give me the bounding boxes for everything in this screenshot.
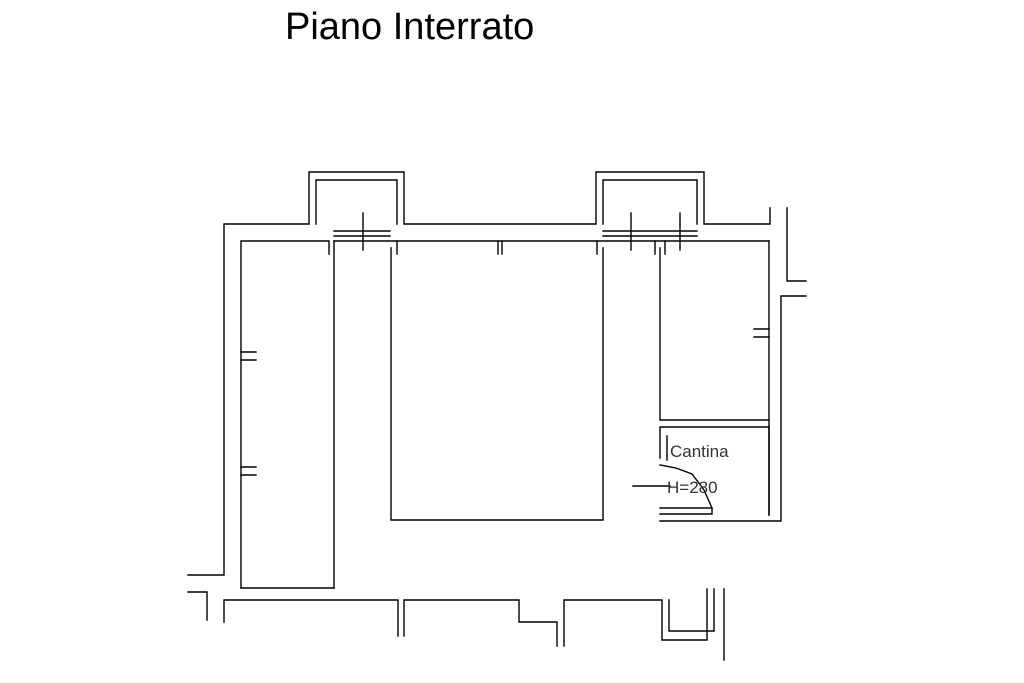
right-outer-step [786,207,807,282]
room-height-label: H=280 [667,478,718,497]
interior-partitions [240,240,770,589]
cantina-room [659,426,770,459]
lower-walls [187,588,725,661]
lower-wall-segment-4 [668,588,715,632]
right-alcove [602,179,698,225]
exterior-walls [187,171,807,589]
room-name-label: Cantina [670,442,729,461]
right-outer-wall [659,295,807,522]
cantina-bottom [659,507,713,515]
lower-left-step [187,591,208,621]
lower-wall-segment-1 [223,599,399,637]
cantina-door-swing [659,464,713,509]
lower-wall-segment-2 [403,599,558,647]
lower-wall-segment-3 [563,588,708,647]
central-room [390,247,604,521]
left-alcove [315,179,398,225]
left-inner-wall [240,240,330,589]
right-room-upper [659,247,770,421]
plan-title: Piano Interrato [285,6,535,48]
left-outer-wall [187,171,771,576]
